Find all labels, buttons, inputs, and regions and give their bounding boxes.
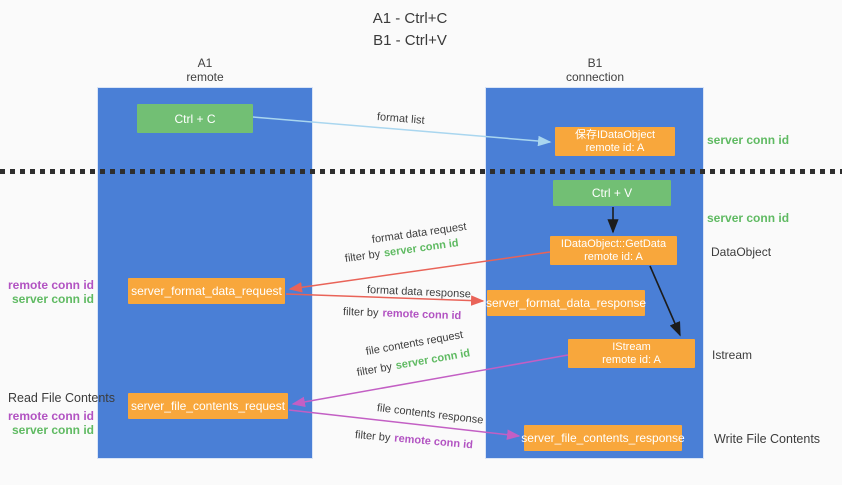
filter-by-text: filter by [342, 306, 379, 320]
format-list-label: format list [376, 111, 426, 127]
istream-node: IStream remote id: A [568, 339, 695, 368]
save-dataobject-line1: 保存IDataObject [574, 128, 656, 141]
server-conn-id-label-top-right: server conn id [707, 133, 790, 147]
filter-by-text: filter by [355, 360, 393, 379]
ctrl-c-node: Ctrl + C [137, 104, 253, 133]
lane-b1-header: B1 connection [515, 56, 675, 84]
title-line-2: B1 - Ctrl+V [373, 32, 447, 49]
server-conn-id-label-1: server conn id [11, 292, 94, 306]
dotted-separator [0, 169, 842, 174]
write-file-contents-label: Write File Contents [714, 432, 821, 446]
filter-by-text: filter by [354, 429, 391, 445]
filter-by-text: filter by [344, 248, 381, 265]
conn-id-block-2: remote conn id server conn id [0, 409, 94, 437]
remote-conn-id-text: remote conn id [382, 307, 462, 323]
getdata-line2: remote id: A [584, 250, 643, 263]
server-file-contents-request-node: server_file_contents_request [128, 393, 288, 419]
file-contents-response-label: file contents response [376, 402, 484, 427]
getdata-node: IDataObject::GetData remote id: A [550, 236, 677, 265]
lane-a1-header: A1 remote [125, 56, 285, 84]
remote-conn-id-label-2: remote conn id [7, 409, 94, 423]
lane-a1-name: A1 [197, 56, 213, 70]
dataobject-label: DataObject [711, 245, 772, 259]
remote-conn-id-text: remote conn id [393, 432, 474, 452]
ctrl-v-node: Ctrl + V [553, 180, 671, 206]
diagram-title: A1 - Ctrl+C B1 - Ctrl+V [310, 8, 510, 52]
server-format-data-response-node: server_format_data_response [486, 290, 646, 316]
conn-id-block-1: remote conn id server conn id [0, 278, 94, 306]
server-conn-id-label-2: server conn id [11, 423, 94, 437]
server-conn-id-label-mid-right: server conn id [707, 211, 790, 225]
istream-line1: IStream [612, 340, 651, 353]
istream-label: Istream [712, 348, 753, 362]
title-line-1: A1 - Ctrl+C [372, 10, 448, 27]
remote-conn-id-label-1: remote conn id [7, 278, 94, 292]
istream-line2: remote id: A [602, 353, 661, 366]
lane-b1-name: B1 [587, 56, 603, 70]
save-dataobject-node: 保存IDataObject remote id: A [555, 127, 675, 156]
format-data-response-label: format data response [366, 284, 472, 301]
server-format-data-request-node: server_format_data_request [128, 278, 285, 304]
lane-a1-type: remote [186, 70, 224, 84]
read-file-contents-label: Read File Contents [8, 391, 116, 405]
getdata-line1: IDataObject::GetData [560, 237, 667, 250]
save-dataobject-line2: remote id: A [585, 141, 645, 154]
lane-b1-type: connection [565, 70, 625, 84]
server-file-contents-response-node: server_file_contents_response [521, 425, 685, 451]
